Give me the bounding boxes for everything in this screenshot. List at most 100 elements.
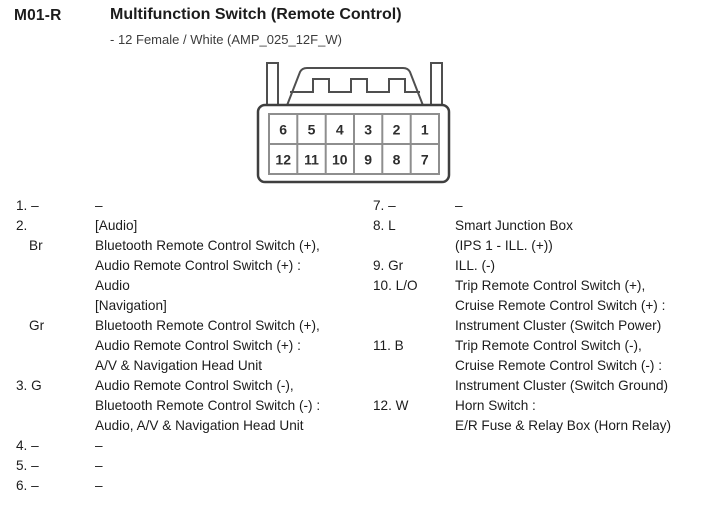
pin-table-row: 4. – –: [16, 436, 320, 456]
pin-table-row: Audio: [16, 276, 320, 296]
pin-description: Audio Remote Control Switch (-),: [95, 378, 294, 393]
pin-number: 6: [279, 122, 287, 138]
pin-label: [16, 356, 95, 376]
pin-label: [373, 376, 455, 396]
pin-description: Audio Remote Control Switch (+) :: [95, 258, 301, 273]
pin-label: [16, 416, 95, 436]
pin-label: Br: [29, 238, 43, 253]
pin-description: Smart Junction Box: [455, 218, 573, 233]
pin-label: 7. –: [373, 198, 396, 213]
pin-description: –: [95, 198, 103, 213]
pin-table-row: 5. – –: [16, 456, 320, 476]
pin-table-row: Audio Remote Control Switch (+) :: [16, 336, 320, 356]
pin-number: 10: [332, 152, 348, 168]
pin-label: 2.: [16, 218, 28, 233]
pin-label: 10. L/O: [373, 278, 418, 293]
pin-number: 3: [364, 122, 372, 138]
pin-description: Audio, A/V & Navigation Head Unit: [95, 418, 304, 433]
pin-number: 12: [275, 152, 291, 168]
pin-label: 8. L: [373, 218, 396, 233]
pin-label: [16, 256, 95, 276]
pin-table-row: Cruise Remote Control Switch (-) :: [373, 356, 671, 376]
pin-description: Instrument Cluster (Switch Power): [455, 318, 662, 333]
pin-table-row: Instrument Cluster (Switch Ground): [373, 376, 671, 396]
pin-description: Trip Remote Control Switch (-),: [455, 338, 642, 353]
pin-label: 4. –: [16, 438, 39, 453]
pin-table-row: 10. L/O Trip Remote Control Switch (+),: [373, 276, 671, 296]
pin-description: Trip Remote Control Switch (+),: [455, 278, 646, 293]
connector-latch: [285, 67, 425, 109]
pin-description: (IPS 1 - ILL. (+)): [455, 238, 553, 253]
pin-number: 8: [393, 152, 401, 168]
pin-number: 1: [421, 122, 429, 138]
pin-table-row: 8. L Smart Junction Box: [373, 216, 671, 236]
pin-description: –: [455, 198, 463, 213]
pin-description: [Navigation]: [95, 298, 167, 313]
pin-table-row: Br Bluetooth Remote Control Switch (+),: [16, 236, 320, 256]
pin-description: A/V & Navigation Head Unit: [95, 358, 262, 373]
pin-label: 9. Gr: [373, 258, 404, 273]
pin-label: [373, 416, 455, 436]
pin-table-row: 6. – –: [16, 476, 320, 496]
pin-table-row: 9. Gr ILL. (-): [373, 256, 671, 276]
pin-table-row: 11. B Trip Remote Control Switch (-),: [373, 336, 671, 356]
pin-table-row: 12. W Horn Switch :: [373, 396, 671, 416]
pin-description: Instrument Cluster (Switch Ground): [455, 378, 669, 393]
pin-label: 1. –: [16, 198, 39, 213]
pin-label: 11. B: [373, 338, 404, 353]
pin-description: [Audio]: [95, 218, 138, 233]
pin-table-row: 2. [Audio]: [16, 216, 320, 236]
pin-description: ILL. (-): [455, 258, 496, 273]
connector-prong-left: [266, 62, 279, 109]
page-subtitle: - 12 Female / White (AMP_025_12F_W): [110, 32, 342, 47]
pin-label: [16, 336, 95, 356]
pin-number: 11: [304, 152, 319, 168]
pin-description: Cruise Remote Control Switch (+) :: [455, 298, 666, 313]
pin-table-row: A/V & Navigation Head Unit: [16, 356, 320, 376]
pin-table-row: Gr Bluetooth Remote Control Switch (+),: [16, 316, 320, 336]
pin-description: Bluetooth Remote Control Switch (+),: [95, 318, 320, 333]
pin-label: [16, 396, 95, 416]
connector-prong-right: [430, 62, 443, 109]
pin-number: 7: [421, 152, 429, 168]
pin-table-row: Cruise Remote Control Switch (+) :: [373, 296, 671, 316]
connector-latch-castellation: [290, 78, 420, 93]
pin-table-right-column: 7. – – 8. L Smart Junction Box (IPS 1 - ILL.…: [373, 196, 671, 436]
pin-description: Bluetooth Remote Control Switch (+),: [95, 238, 320, 253]
pin-label: [16, 276, 95, 296]
pin-description: –: [95, 438, 103, 453]
pin-label: [373, 316, 455, 336]
pin-description: E/R Fuse & Relay Box (Horn Relay): [455, 418, 672, 433]
pin-label: 5. –: [16, 458, 39, 473]
pin-table-row: 7. – –: [373, 196, 671, 216]
pin-description: –: [95, 478, 103, 493]
pin-table-row: E/R Fuse & Relay Box (Horn Relay): [373, 416, 671, 436]
pin-label: [16, 296, 95, 316]
pin-number: 9: [364, 152, 372, 168]
pin-table-row: 3. G Audio Remote Control Switch (-),: [16, 376, 320, 396]
pin-table-row: Audio Remote Control Switch (+) :: [16, 256, 320, 276]
pin-description: Horn Switch :: [455, 398, 536, 413]
pin-grid: [268, 113, 440, 175]
pin-table-row: Bluetooth Remote Control Switch (-) :: [16, 396, 320, 416]
pin-label: 6. –: [16, 478, 39, 493]
pin-table-row: Audio, A/V & Navigation Head Unit: [16, 416, 320, 436]
pin-table-row: [Navigation]: [16, 296, 320, 316]
pin-number: 2: [393, 122, 401, 138]
pin-description: Bluetooth Remote Control Switch (-) :: [95, 398, 321, 413]
page-title: Multifunction Switch (Remote Control): [110, 6, 402, 23]
pin-label: 3. G: [16, 378, 42, 393]
pin-table-row: Instrument Cluster (Switch Power): [373, 316, 671, 336]
connector-id: M01-R: [14, 7, 62, 24]
pin-label: 12. W: [373, 398, 409, 413]
pin-table-row: (IPS 1 - ILL. (+)): [373, 236, 671, 256]
pin-description: –: [95, 458, 103, 473]
pin-label: Gr: [29, 318, 45, 333]
pin-description: Audio Remote Control Switch (+) :: [95, 338, 301, 353]
pin-description: Audio: [95, 278, 130, 293]
pin-label: [373, 356, 455, 376]
